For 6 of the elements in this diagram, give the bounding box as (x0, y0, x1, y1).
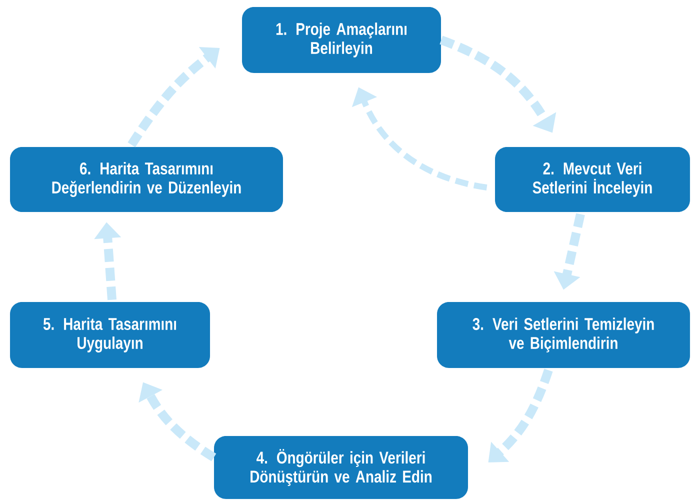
step-box: 3. Veri Setlerini Temizleyin ve Biçimlendirin (437, 302, 690, 368)
step-box: 2. Mevcut Veri Setlerini İnceleyin (495, 147, 690, 212)
step-box: 5. Harita Tasarımını Uygulayın (10, 302, 210, 368)
step-box: 1. Proje Amaçlarını Belirleyin (242, 7, 441, 73)
step-box: 6. Harita Tasarımını Değerlendirin ve Düzenleyin (10, 147, 283, 212)
step-box: 4. Öngörüler için Verileri Dönüştürün ve Analiz Edin (214, 436, 468, 499)
